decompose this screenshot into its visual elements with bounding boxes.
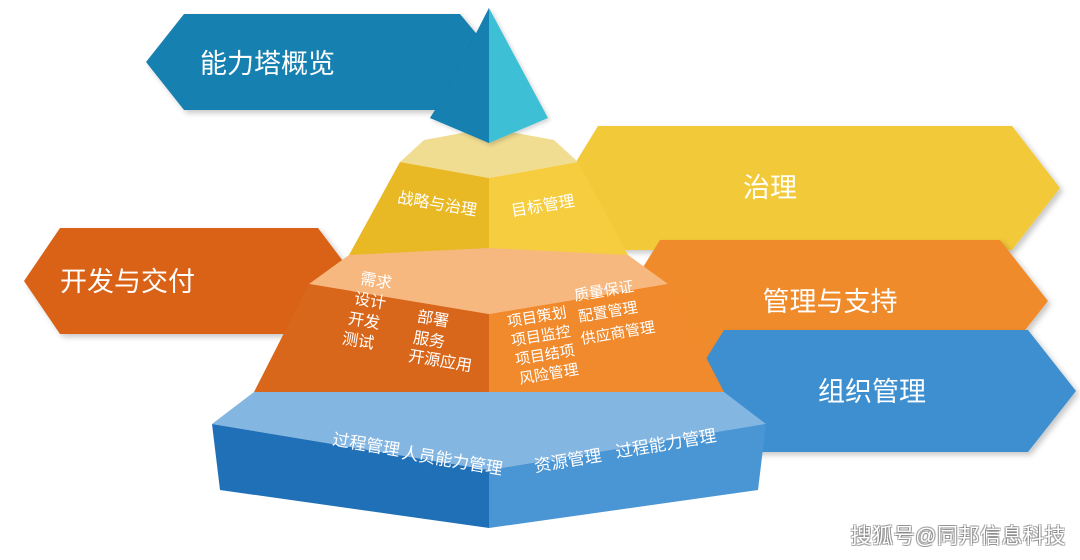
delivery-left-item-6: 服务	[412, 329, 447, 352]
left-banner-overview-shape	[146, 14, 500, 110]
strategy-top-face	[400, 128, 578, 178]
left-banner-dev-delivery[interactable]: 开发与交付	[24, 228, 358, 334]
watermark: 搜狐号@同邦信息科技	[850, 525, 1066, 548]
left-banner-overview[interactable]: 能力塔概览	[146, 14, 500, 110]
left-banner-overview-label: 能力塔概览	[200, 49, 335, 79]
delivery-left-item-2: 设计	[353, 290, 388, 313]
delivery-left-face	[254, 284, 489, 392]
right-banner-organization-management[interactable]: 组织管理	[686, 330, 1076, 452]
right-banner-governance-shape	[560, 126, 1060, 250]
delivery-right-face	[489, 284, 724, 392]
left-banner-dev-delivery-shape	[24, 228, 358, 334]
left-banner-dev-delivery-label: 开发与交付	[60, 267, 195, 297]
strategy-right-face	[489, 162, 628, 255]
delivery-left-item-3: 开发	[347, 310, 382, 333]
foundation-right-face	[489, 424, 766, 528]
pyramid: 过程管理 人员能力管理 资源管理 过程能力管理 需求 设计 开发 测试 部署 服…	[212, 8, 766, 528]
right-banner-organization-management-label: 组织管理	[818, 377, 926, 407]
apex-right-face	[489, 8, 548, 143]
delivery-left-item-4: 测试	[341, 330, 376, 353]
delivery-left-item-5: 部署	[416, 308, 451, 331]
right-banner-governance[interactable]: 治理	[560, 126, 1060, 250]
pyramid-level-apex[interactable]	[430, 8, 548, 143]
right-banner-management-support-label: 管理与支持	[763, 287, 898, 317]
right-banner-governance-label: 治理	[743, 173, 797, 203]
delivery-left-item-1: 需求	[359, 270, 394, 293]
foundation-left-face	[212, 424, 489, 528]
apex-left-face-fill	[430, 8, 489, 143]
pyramid-level-strategy[interactable]: 战略与治理 目标管理	[349, 128, 628, 255]
right-banner-organization-management-shape	[686, 330, 1076, 452]
strategy-left-face	[349, 162, 489, 255]
